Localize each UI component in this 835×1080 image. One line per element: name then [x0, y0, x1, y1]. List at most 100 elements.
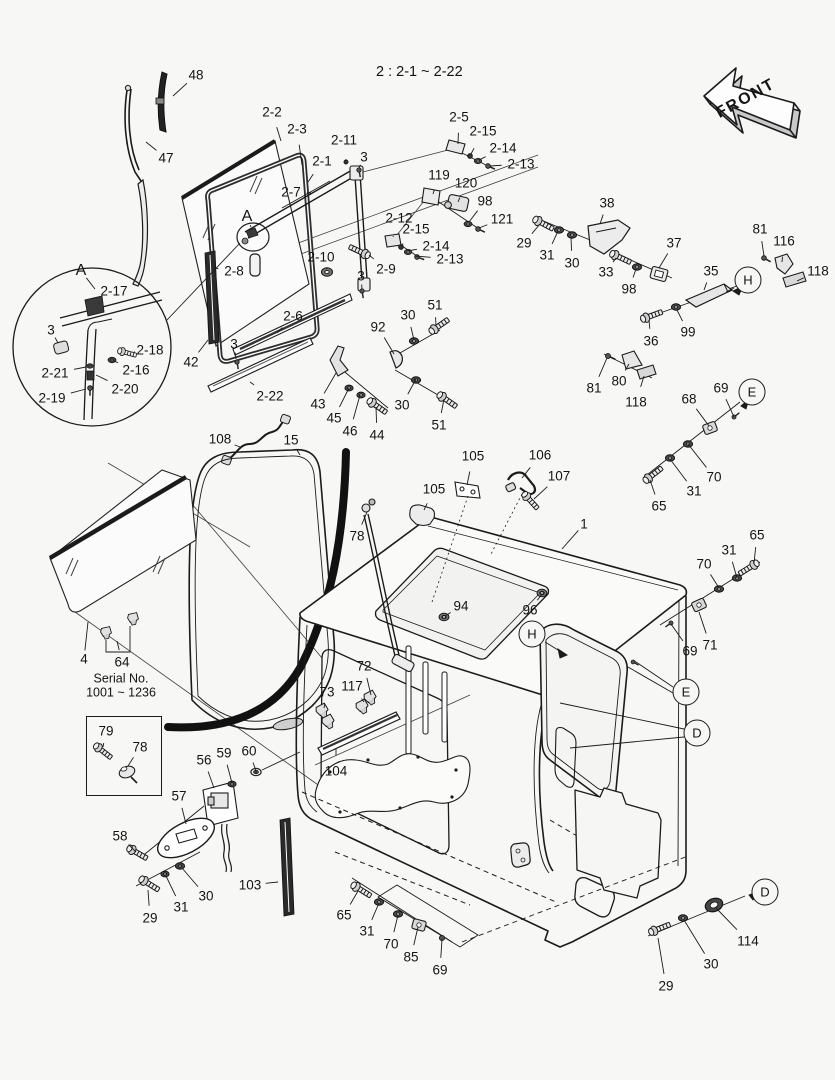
page-title: 2 : 2-1 ~ 2-22 [376, 64, 463, 80]
callout-43: 43 [310, 396, 326, 412]
callout-51: 51 [427, 297, 443, 313]
fastener-chain-bottom-right [646, 890, 761, 938]
front-arrow [703, 67, 801, 139]
callout-3: 3 [47, 322, 55, 338]
callout-2-22: 2-22 [256, 388, 284, 404]
fastener-chains-top [233, 139, 807, 380]
roof-parts [361, 471, 542, 673]
callout-71: 71 [702, 637, 718, 653]
callout-72: 72 [356, 658, 372, 674]
callout-70: 70 [383, 936, 399, 952]
callout-116: 116 [773, 233, 795, 249]
view-marker-h: H [734, 266, 762, 294]
callout-105: 105 [422, 481, 446, 497]
callout-117: 117 [341, 678, 363, 694]
callout-15: 15 [283, 432, 299, 448]
callout-65: 65 [749, 527, 765, 543]
callout-2-2: 2-2 [262, 104, 282, 120]
callout-81: 81 [752, 221, 768, 237]
callout-2-15: 2-15 [402, 221, 430, 237]
wire-harness-108 [220, 413, 292, 466]
callout-121: 121 [490, 211, 514, 227]
callout-29: 29 [658, 978, 674, 994]
interior-clips-and-rail [314, 689, 401, 756]
serial-box-parts [91, 740, 138, 784]
callout-68: 68 [681, 391, 697, 407]
callout-78: 78 [349, 528, 365, 544]
callout-2-9: 2-9 [376, 261, 396, 277]
callout-2-8: 2-8 [224, 263, 244, 279]
callout-114: 114 [737, 933, 759, 949]
callout-31: 31 [721, 542, 737, 558]
callout-99: 99 [680, 324, 696, 340]
callout-31: 31 [173, 899, 189, 915]
callout-A: A [75, 262, 87, 279]
callout-45: 45 [326, 410, 342, 426]
callout-69: 69 [432, 962, 448, 978]
callout-30: 30 [564, 255, 580, 271]
callout-56: 56 [196, 752, 212, 768]
fastener-chains-mid [329, 314, 460, 418]
view-marker-d: D [751, 878, 779, 906]
serial-number-note: Serial No. 1001 ~ 1236 [86, 671, 156, 700]
callout-70: 70 [706, 469, 722, 485]
callout-2-18: 2-18 [136, 342, 164, 358]
seal-strip-103 [279, 817, 295, 917]
callout-2-11: 2-11 [330, 132, 358, 148]
callout-3: 3 [357, 268, 365, 284]
callout-A: A [241, 208, 253, 225]
callout-2-17: 2-17 [100, 283, 128, 299]
wiper-blade-48 [155, 71, 168, 133]
view-marker-d: D [683, 719, 711, 747]
callout-78: 78 [132, 739, 148, 755]
callout-35: 35 [703, 263, 719, 279]
callout-103: 103 [238, 877, 262, 893]
callout-31: 31 [539, 247, 555, 263]
callout-2-19: 2-19 [38, 390, 66, 406]
callout-2-7: 2-7 [281, 184, 301, 200]
callout-51: 51 [431, 417, 447, 433]
detail-marker-a-small [236, 222, 270, 252]
callout-94: 94 [453, 598, 469, 614]
callout-2-14: 2-14 [422, 238, 450, 254]
callout-2-14: 2-14 [489, 140, 517, 156]
callout-60: 60 [241, 743, 257, 759]
callout-65: 65 [651, 498, 667, 514]
callout-118: 118 [807, 263, 829, 279]
callout-2-12: 2-12 [385, 210, 413, 226]
serial-line2: 1001 ~ 1236 [86, 685, 156, 700]
callout-1: 1 [580, 516, 588, 532]
callout-4: 4 [80, 651, 88, 667]
callout-69: 69 [713, 380, 729, 396]
callout-47: 47 [158, 150, 174, 166]
lower-rail-2-22 [207, 337, 314, 393]
callout-108: 108 [208, 431, 232, 447]
lower-rail-2-6 [232, 293, 353, 356]
callout-42: 42 [183, 354, 199, 370]
callout-2-20: 2-20 [111, 381, 139, 397]
callout-79: 79 [98, 723, 114, 739]
callout-58: 58 [112, 828, 128, 844]
view-marker-e: E [672, 678, 700, 706]
callout-70: 70 [696, 556, 712, 572]
callout-92: 92 [370, 319, 386, 335]
callout-30: 30 [198, 888, 214, 904]
callout-118: 118 [625, 394, 647, 410]
callout-30: 30 [394, 397, 410, 413]
callout-98: 98 [477, 193, 493, 209]
callout-33: 33 [598, 264, 614, 280]
cab-body [295, 517, 688, 948]
callout-2-3: 2-3 [287, 121, 307, 137]
callout-104: 104 [324, 763, 348, 779]
callout-44: 44 [369, 427, 385, 443]
serial-line1: Serial No. [93, 671, 149, 686]
callout-46: 46 [342, 423, 358, 439]
view-marker-h: H [518, 620, 546, 648]
callout-107: 107 [547, 468, 571, 484]
latch-assembly-bottom-left [124, 751, 301, 895]
wiper-arm-47 [124, 84, 149, 287]
callout-31: 31 [359, 923, 375, 939]
callout-29: 29 [142, 910, 158, 926]
